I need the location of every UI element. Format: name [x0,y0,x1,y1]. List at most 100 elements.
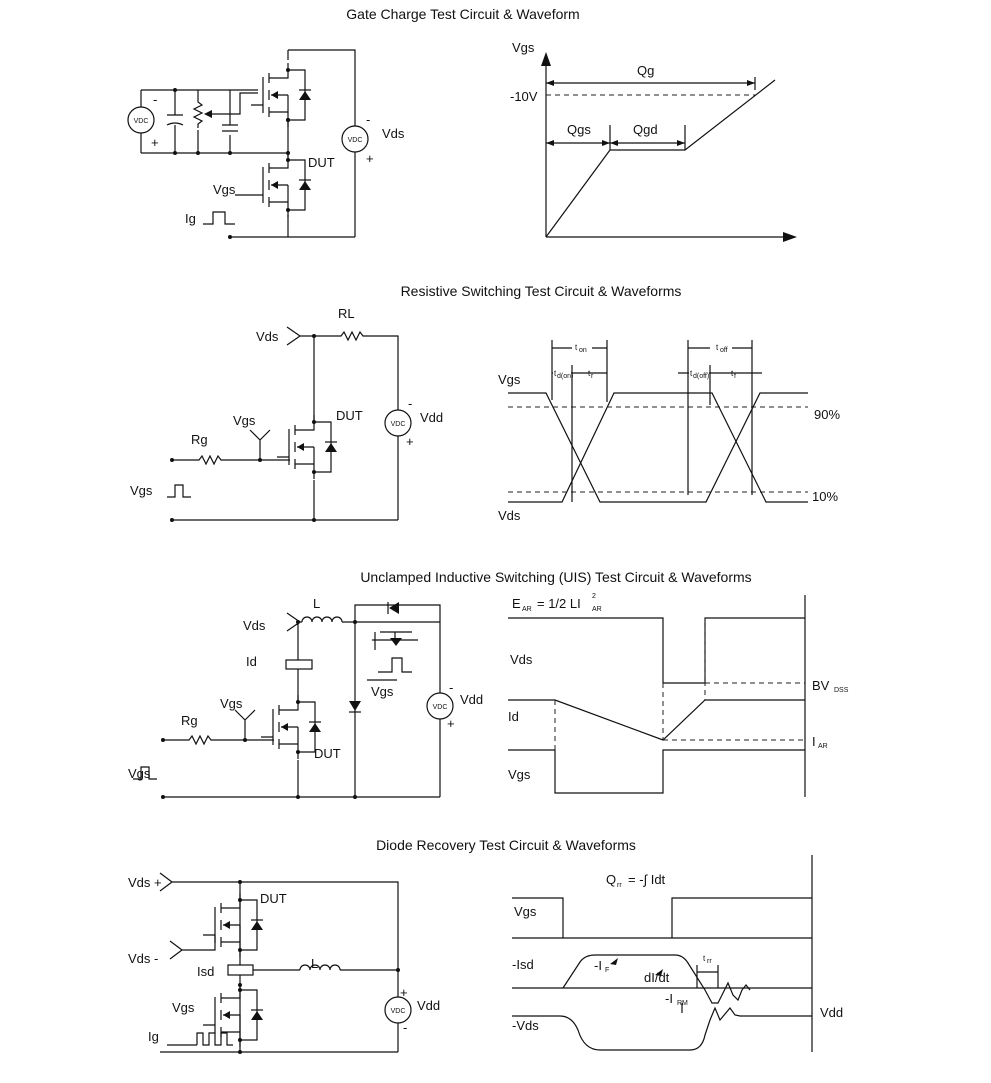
vds-minus-label: Vds - [128,951,158,966]
minus-label: - [408,396,412,411]
ton-label: t [575,343,578,352]
vds-label: Vds [382,126,405,141]
id-label: Id [508,709,519,724]
plus-label: + [366,151,374,166]
ear-sub: AR [522,606,532,613]
tr-sub: r [591,373,594,380]
isd-label: Isd [197,964,214,979]
qrr-label: Q [606,872,616,887]
dut-label: DUT [260,891,287,906]
upper-mosfet [250,62,312,128]
vgs-pulse-label: Vgs [128,766,151,781]
section-title: Resistive Switching Test Circuit & Wavef… [401,283,682,299]
vgs-label: Vgs [213,182,236,197]
vgs-axis-label: Vgs [512,40,535,55]
didt-label: dI/dt [644,970,670,985]
tf-label: t [731,369,734,378]
if-sub: F [605,967,609,974]
vds-label: -Vds [512,1018,539,1033]
iar-sub: AR [818,743,828,750]
vds-label: Vds [256,329,279,344]
vdd-label: Vdd [820,1005,843,1020]
vgs-label: Vgs [172,1000,195,1015]
vds-label: Vds [243,618,266,633]
vdc-label: VDC [391,421,406,428]
ear-equation: = 1/2 LI [537,596,581,611]
ig-label: Ig [185,211,196,226]
vdc-label: VDC [433,704,448,711]
diode-recovery-circuit: VDC Vds + Vds - DUT Isd L Vgs Ig + - Vdd [128,872,440,1054]
tdoff-label: t [690,369,693,378]
ton-sub: on [579,347,587,354]
minus-10v-label: -10V [510,89,538,104]
inductor-label: L [311,956,318,971]
isd-label: -Isd [512,957,534,972]
vdd-label: Vdd [460,692,483,707]
section-title: Gate Charge Test Circuit & Waveform [346,6,579,22]
plus-label: + [406,434,414,449]
tdon-label: t [554,369,557,378]
uis-circuit: VDC Vds L Id Vgs Rg DUT Vgs Vgs - + Vdd [128,596,483,799]
section-title: Diode Recovery Test Circuit & Waveforms [376,837,636,853]
vgs-label: Vgs [220,696,243,711]
trr-sub: rr [707,958,712,965]
dut-label: DUT [308,155,335,170]
rg-label: Rg [191,432,208,447]
tr-label: t [588,369,591,378]
vds-label: Vds [510,652,533,667]
vdc-label: VDC [134,118,149,125]
qg-label: Qg [637,63,654,78]
vgs-label: Vgs [514,904,537,919]
gate-charge-circuit: VDC - + VDC - + Vds DUT Vgs Ig [127,49,405,239]
plus-label: + [151,135,159,150]
dut-mosfet [250,152,312,218]
toff-label: t [716,343,719,352]
rl-label: RL [338,306,355,321]
10-percent-label: 10% [812,489,838,504]
toff-sub: off [720,347,728,354]
id-label: Id [246,654,257,669]
dut-label: DUT [314,746,341,761]
vgs-pulse-label: Vgs [130,483,153,498]
irm-sub: RM [677,1000,688,1007]
vds-label: Vds [498,508,521,523]
vds-plus-label: Vds + [128,875,162,890]
dut-label: DUT [336,408,363,423]
trr-label: t [703,954,706,963]
vdd-label: Vdd [420,410,443,425]
minus-label: - [366,112,370,127]
vgs-clamp-label: Vgs [371,684,394,699]
inductor-label: L [313,596,320,611]
resistive-switching-circuit: VDC Vds RL - + Vdd DUT Vgs Rg Vgs [130,306,443,522]
ear-sub2: AR [592,606,602,613]
bvdss-sub: DSS [834,687,849,694]
vgs-label: Vgs [233,413,256,428]
bvdss-label: BV [812,678,830,693]
potentiometer [193,97,203,129]
rg-label: Rg [181,713,198,728]
vdc-label: VDC [348,137,363,144]
qrr-equation: = -∫ Idt [628,872,666,887]
vgs-label: Vgs [508,767,531,782]
minus-label: - [449,680,453,695]
irm-label: -I [665,991,673,1006]
plus-label: + [447,716,455,731]
minus-label: - [153,92,157,107]
tf-sub: f [734,373,736,380]
gate-charge-waveform: Vgs -10V Qg Qgs Qgd [510,40,797,242]
section-title: Unclamped Inductive Switching (UIS) Test… [360,569,751,585]
tdoff-sub: d(off) [693,373,709,380]
tdon-sub: d(on) [557,373,573,380]
90-percent-label: 90% [814,407,840,422]
qgd-label: Qgd [633,122,658,137]
qgs-label: Qgs [567,122,591,137]
ear-label: E [512,596,521,611]
vdc-label: VDC [391,1008,406,1015]
ig-label: Ig [148,1029,159,1044]
qrr-sub: rr [617,882,622,889]
ear-sup: 2 [592,593,596,600]
